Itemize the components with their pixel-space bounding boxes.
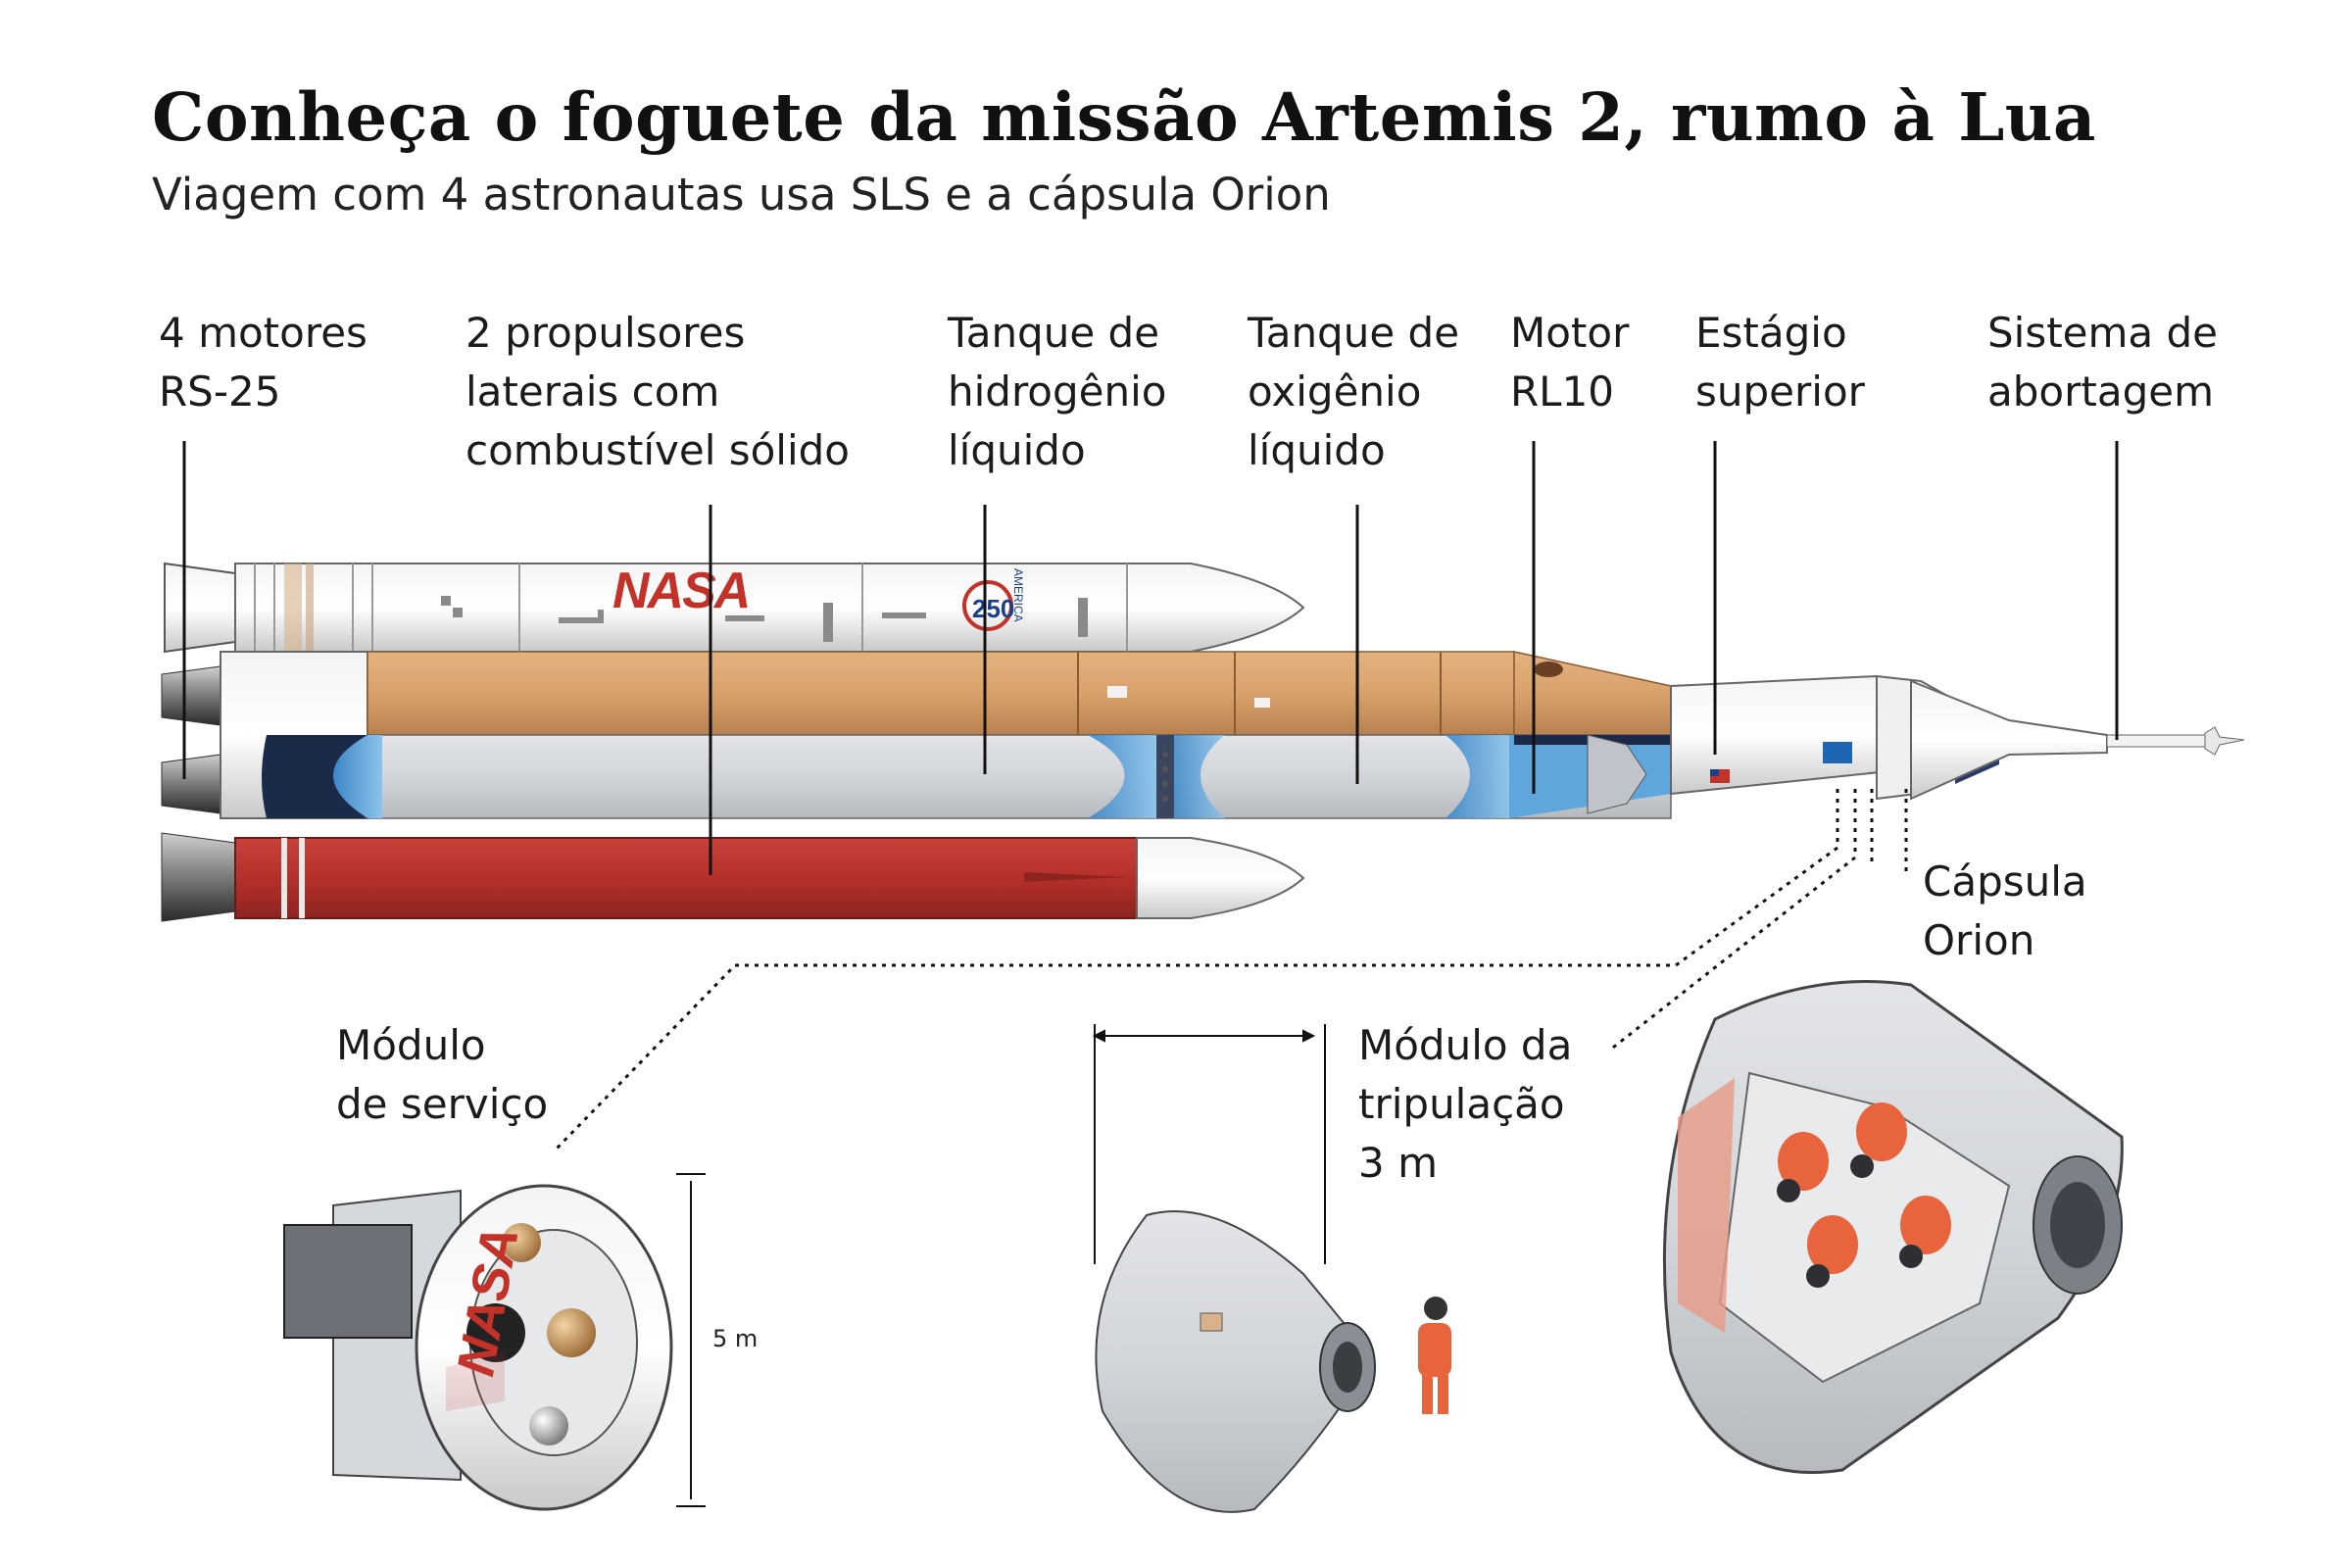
leader-lines [182,441,2119,875]
rs25-nozzles [161,665,221,814]
crew-seats [1778,1102,1951,1274]
crew-module [1095,1210,1451,1513]
svg-text:250: 250 [972,594,1014,623]
svg-text:AMERICA: AMERICA [1011,568,1025,622]
orion-cutaway [1662,980,2124,1474]
bottom-booster [161,832,1305,922]
dotted-callouts [552,789,1908,1153]
crew-dimension-bracket [1092,1024,1326,1264]
svg-text:NASA: NASA [612,563,749,619]
top-booster: NASA 250 AMERICA [164,562,1305,654]
page-title: Conheça o foguete da missão Artemis 2, r… [152,78,2096,156]
core-stage [161,651,1672,819]
astronaut-figure [1418,1297,1451,1414]
page-subtitle: Viagem com 4 astronautas usa SLS e a cáp… [152,169,1331,220]
upper-stage-orion [1670,674,2245,801]
dimension-label-5m: 5 m [712,1325,759,1352]
service-dimension-bracket [676,1173,706,1507]
service-module: NASA [283,1184,673,1511]
